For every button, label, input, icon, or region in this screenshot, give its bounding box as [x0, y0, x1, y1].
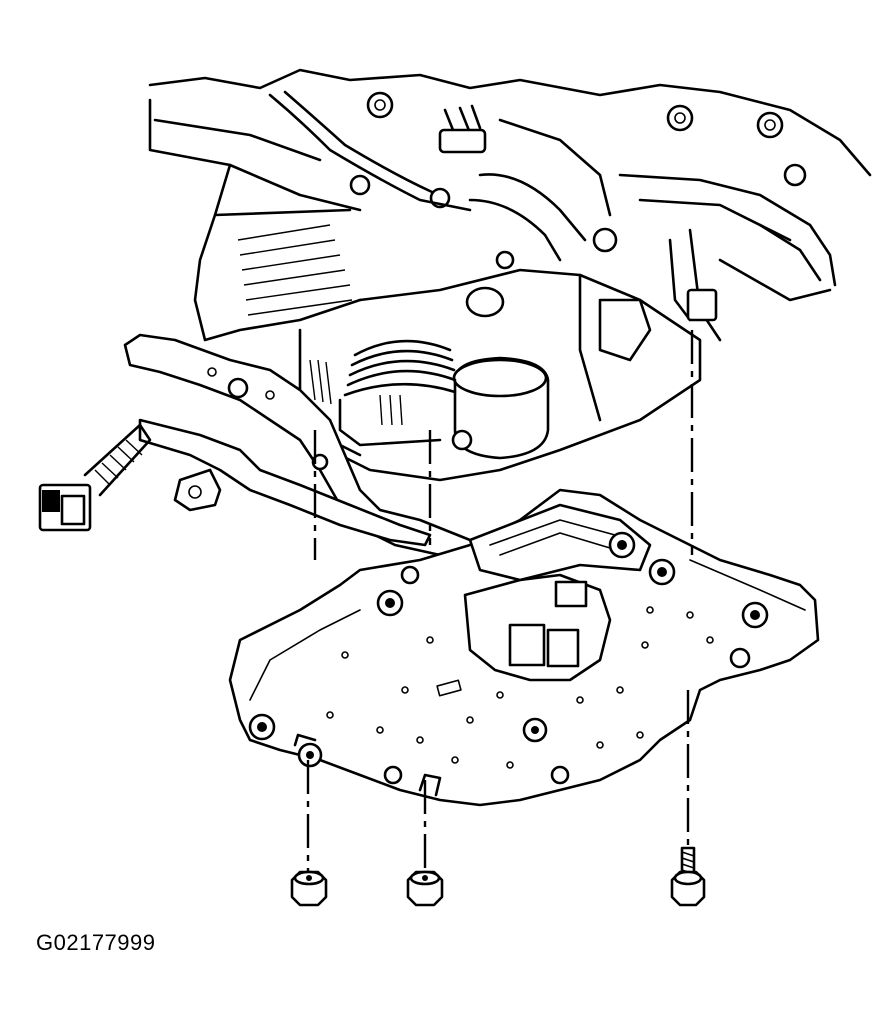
short-bolt-middle: [406, 870, 444, 907]
bolt-icon: [290, 846, 706, 907]
valve-body-bolt-bosses: [248, 531, 769, 785]
wiring-harness-connector-icon: [38, 333, 522, 587]
figure-id-label: G02177999: [36, 930, 156, 955]
transmission-case-icon: [148, 68, 872, 482]
valve-body-fluid-holes: [326, 606, 714, 769]
long-bolt-right: [670, 846, 706, 907]
bolt-alignment-lines: [306, 330, 694, 875]
short-bolt-left: [290, 870, 328, 907]
valve-body-assembly-icon: [228, 488, 820, 807]
